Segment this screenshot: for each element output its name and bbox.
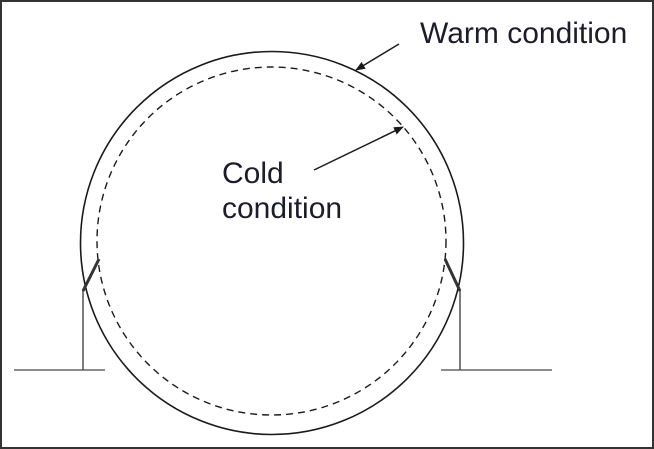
right-support [441,258,552,371]
warm-arrow [355,43,400,71]
left-support [14,258,105,371]
warm-condition-label: Warm condition [420,17,628,50]
cold-condition-label: Cold condition [222,156,342,226]
cold-condition-circle [96,66,447,416]
cold-label-line2: condition [222,192,343,225]
cold-label-line1: Cold [222,157,284,190]
warm-condition-circle [79,50,465,436]
cold-arrow [313,126,404,171]
